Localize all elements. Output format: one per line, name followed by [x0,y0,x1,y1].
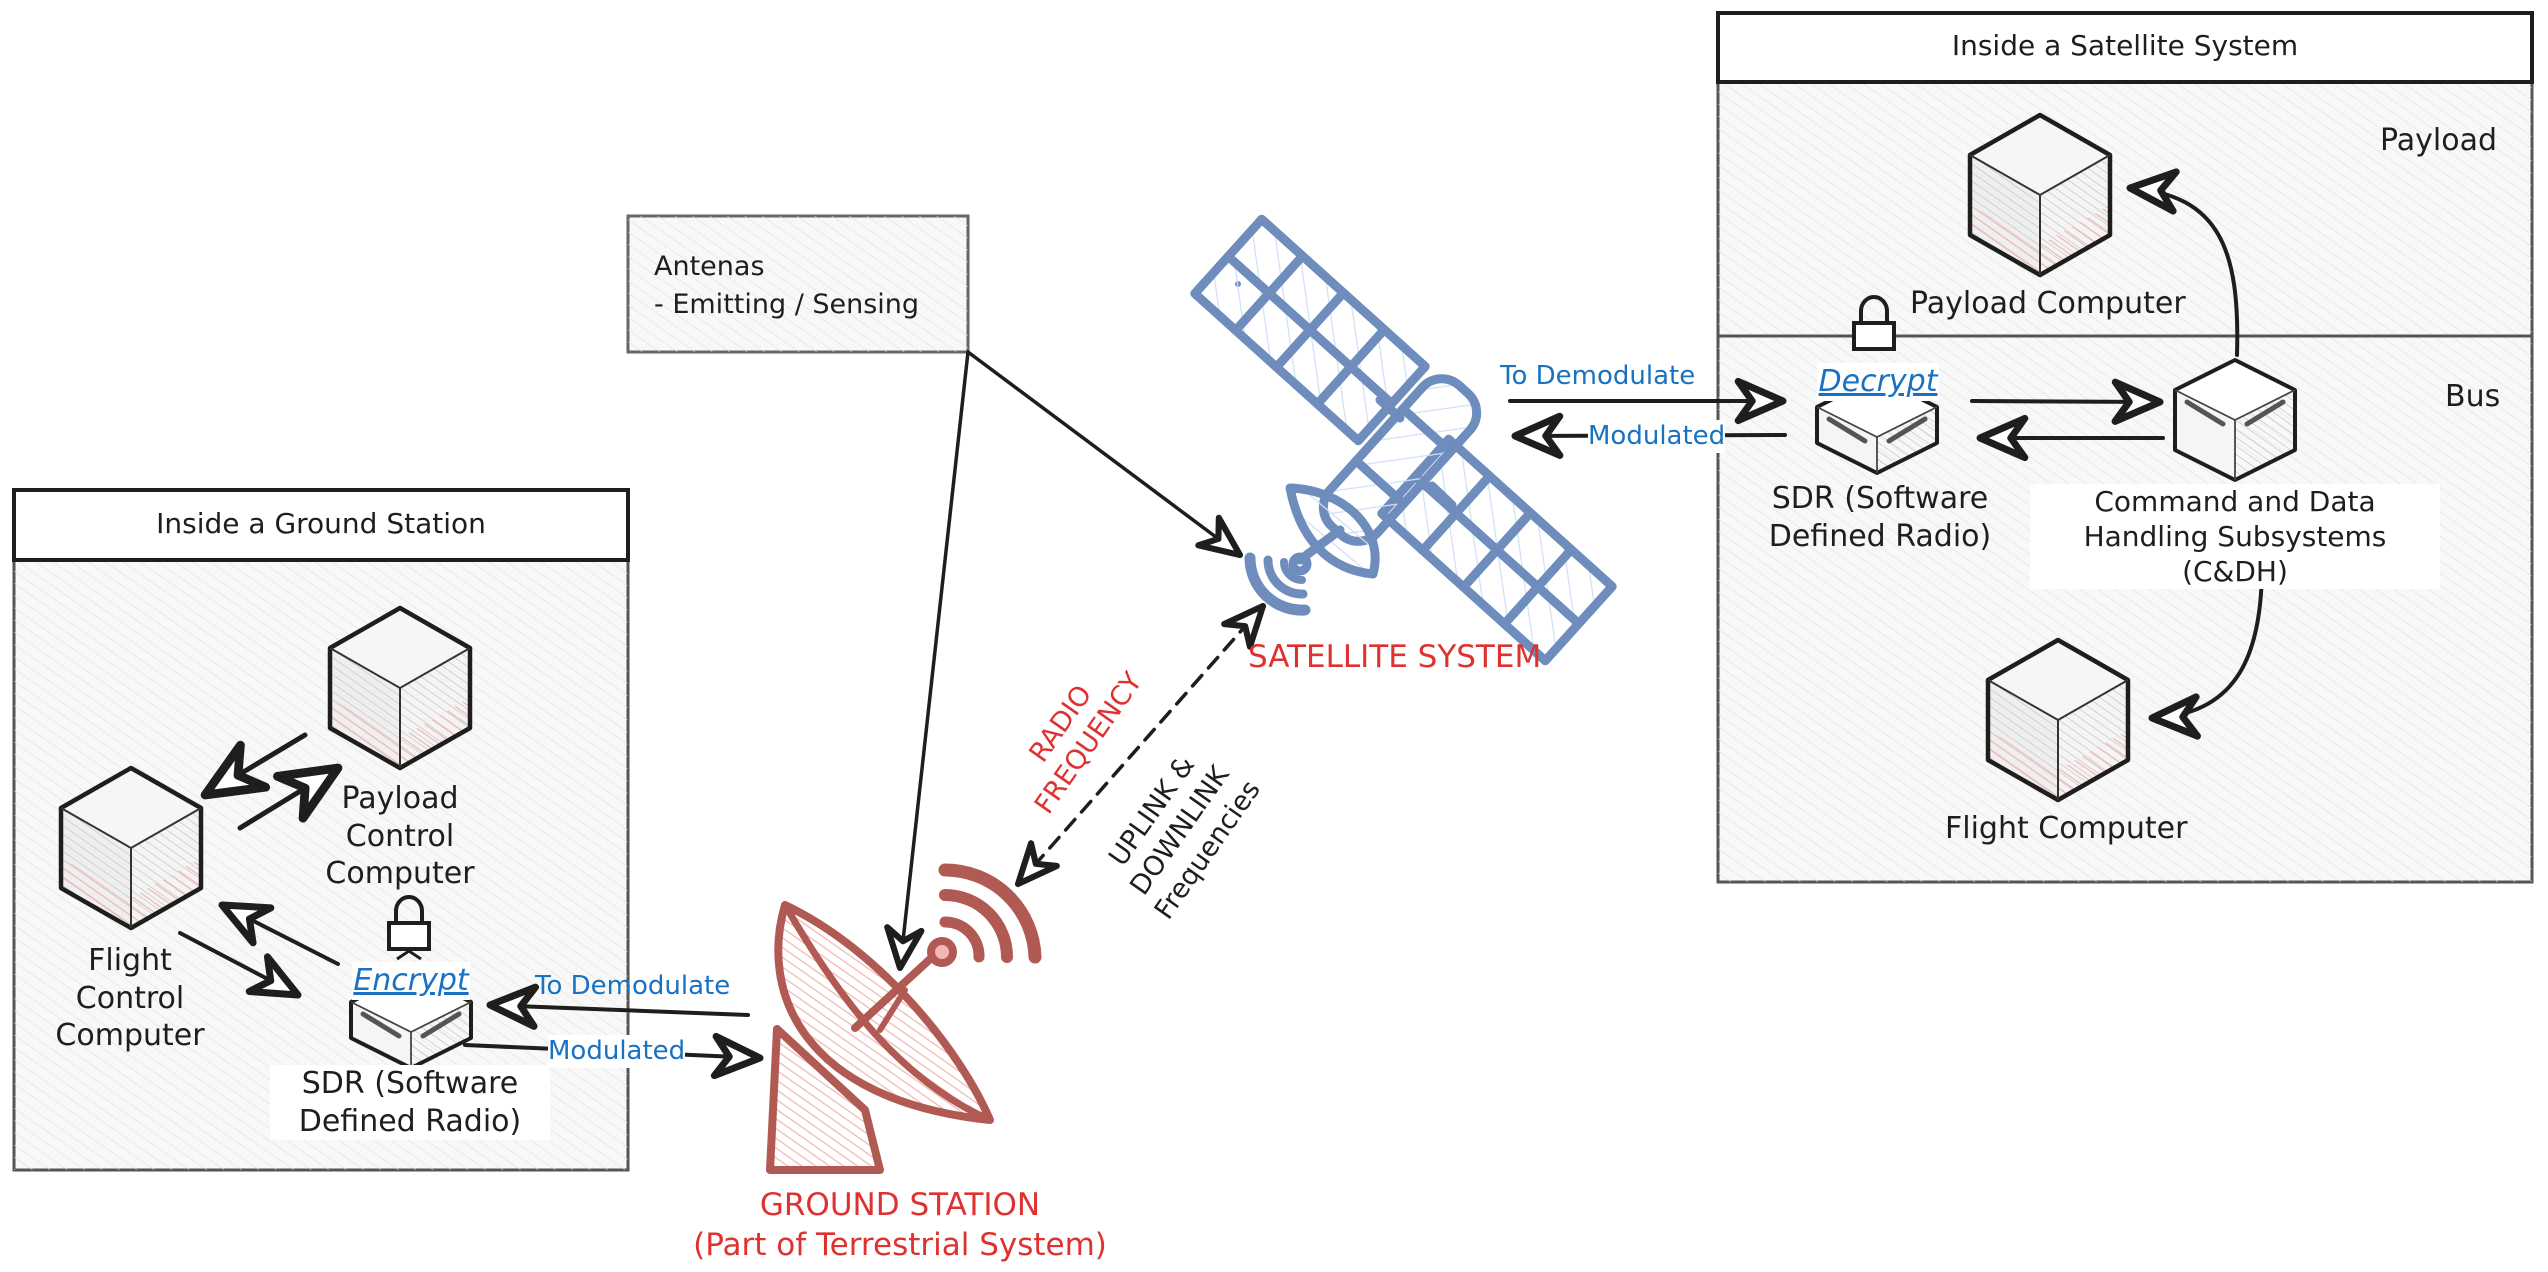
cube-right-accent [400,698,470,768]
payload-control-computer-cube[interactable] [327,605,473,771]
antennas-note-detail: - Emitting / Sensing [654,289,920,320]
flight-to-payload-arrow [237,763,343,831]
flight-to-sdr-arrow [178,931,302,999]
decrypt-link[interactable]: Decrypt [1817,363,1939,401]
box-slot-mark [2184,399,2226,427]
satellite-payload-computer-cube[interactable] [1967,112,2113,278]
ground-panel-title: Inside a Ground Station [156,507,486,540]
flight-control-computer-cube[interactable] [58,765,204,931]
box-slot-mark [2244,399,2286,427]
sdr-to-flight-arrow [218,901,340,966]
payload-control-computer-label: Payload Control Computer [325,781,475,891]
cube-right-accent [131,858,201,928]
antennas-note-title: Antenas [654,251,765,282]
ground-modulated-label: Modulated [548,1035,686,1068]
box-slot-mark [1826,416,1868,444]
ground-demodulate-arrow [486,983,750,1030]
flight-computer-label: Flight Computer [1945,811,2188,846]
payload-section-label: Payload [2380,123,2497,158]
antennas-to-satellite-arrow [966,350,1244,559]
sat-to-demodulate-label: To Demodulate [1500,361,1696,391]
satellite-system-label: SATELLITE SYSTEM [1248,639,1542,675]
cdh-label: Command and Data Handling Subsystems (C&… [2030,484,2440,589]
bus-section-label: Bus [2445,379,2501,414]
sat-modulated-label: Modulated [1588,420,1726,453]
satellite-icon[interactable] [1190,214,1617,666]
ground-station-label: GROUND STATION [759,1187,1041,1223]
antennas-to-dish-arrow [884,350,970,972]
connectors [178,168,2264,1080]
box-slot-mark [1886,416,1928,444]
ground-sdr-label: SDR (Software Defined Radio) [270,1065,550,1140]
rf-link-arrow [1014,602,1267,888]
box-slot-mark [420,1011,462,1039]
satellite-panel-title: Inside a Satellite System [1951,29,2299,62]
cube-right-accent [2058,730,2128,800]
ground-to-demodulate-label: To Demodulate [535,971,731,1001]
cube-left-accent [61,858,131,928]
satellite-dish-icon[interactable] [766,863,1042,1174]
cdh-box[interactable] [2173,358,2297,482]
sdr-to-cdh-arrow [1970,378,2164,425]
box-slot-mark [360,1011,402,1039]
cdh-to-payload-arrow [2126,168,2240,357]
satellite-sdr-label: SDR (Software Defined Radio) [1768,481,1992,554]
antennas-note-box [626,214,970,354]
ground-station-sublabel: (Part of Terrestrial System) [693,1227,1107,1263]
flight-control-computer-label: Flight Control Computer [55,943,205,1053]
lock-icon [1852,295,1896,351]
satellite-flight-computer-cube[interactable] [1985,637,2131,803]
cube-left-accent [330,698,400,768]
encrypt-link[interactable]: Encrypt [352,962,470,1000]
payload-to-flight-arrow [200,732,308,800]
cube-left-accent [1970,205,2040,275]
lock-icon [387,895,431,961]
cube-right-accent [2040,205,2110,275]
payload-computer-label: Payload Computer [1910,286,2186,321]
cdh-to-flight-arrow [2148,563,2264,740]
cube-left-accent [1988,730,2058,800]
